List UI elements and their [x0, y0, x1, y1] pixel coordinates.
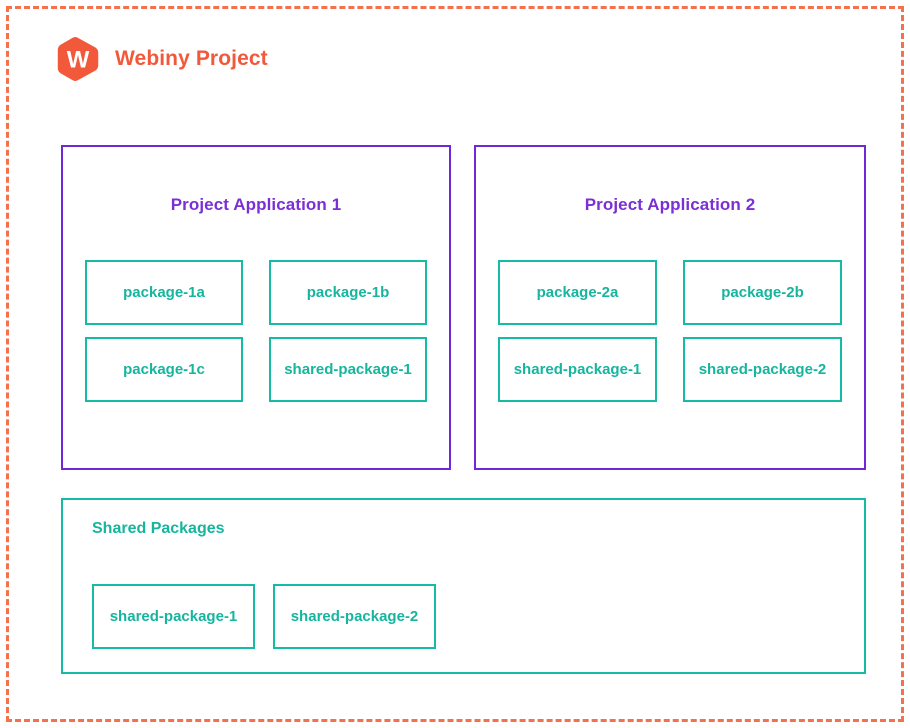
package-box[interactable]: shared-package-2 — [273, 584, 436, 649]
application-title: Project Application 1 — [170, 195, 342, 214]
package-box[interactable]: shared-package-2 — [683, 337, 842, 402]
package-box[interactable]: package-2a — [498, 260, 657, 325]
package-box[interactable]: package-1c — [85, 337, 243, 402]
project-header: W Webiny Project — [55, 35, 268, 83]
shared-packages-title: Shared Packages — [92, 520, 225, 537]
project-boundary: W Webiny Project Project Application 1 p… — [6, 6, 904, 722]
package-box[interactable]: shared-package-1 — [498, 337, 657, 402]
webiny-hexagon-logo-icon: W — [57, 37, 99, 81]
package-list: package-1a package-1b package-1c shared-… — [85, 260, 427, 402]
package-box[interactable]: package-1b — [269, 260, 427, 325]
package-list: package-2a package-2b shared-package-1 s… — [498, 260, 842, 402]
package-box[interactable]: package-1a — [85, 260, 243, 325]
shared-packages-container[interactable]: Shared Packages shared-package-1 shared-… — [61, 498, 866, 674]
svg-text:W: W — [67, 46, 90, 73]
application-title: Project Application 2 — [584, 195, 756, 214]
package-box[interactable]: shared-package-1 — [269, 337, 427, 402]
project-application-1[interactable]: Project Application 1 package-1a package… — [61, 145, 451, 470]
package-box[interactable]: shared-package-1 — [92, 584, 255, 649]
package-box[interactable]: package-2b — [683, 260, 842, 325]
shared-package-list: shared-package-1 shared-package-2 — [92, 584, 436, 649]
project-application-2[interactable]: Project Application 2 package-2a package… — [474, 145, 866, 470]
project-title: Webiny Project — [115, 47, 268, 70]
